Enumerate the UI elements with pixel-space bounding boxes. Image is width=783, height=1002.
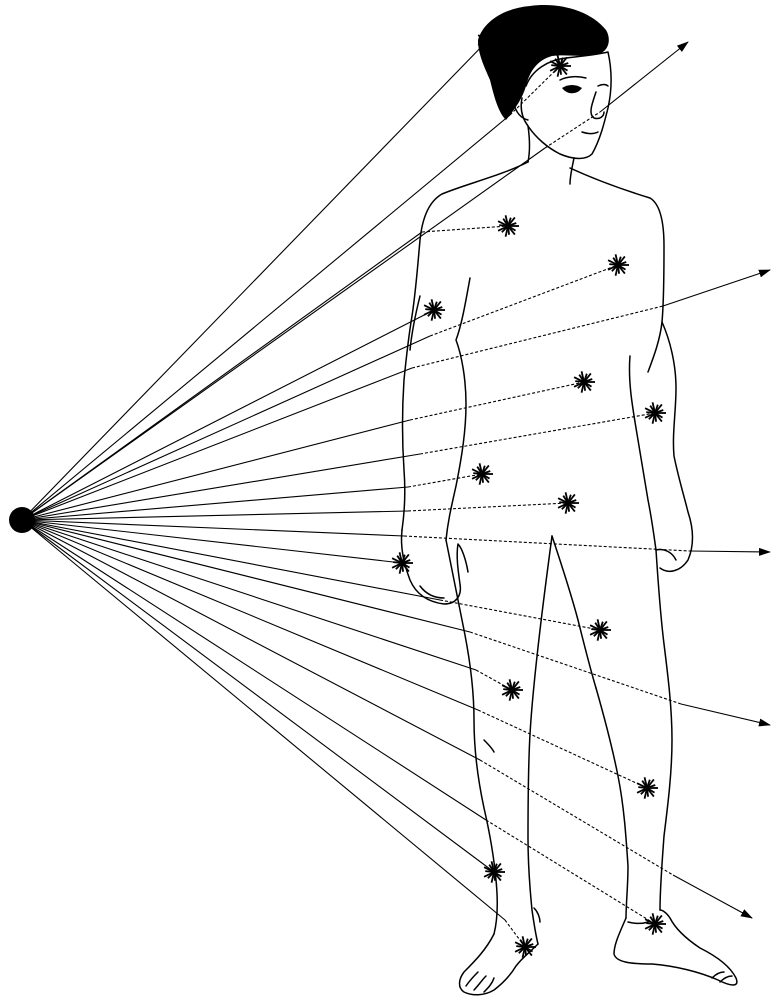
ray-ankle-right-impact-mark [645,913,666,934]
left-arm-inner [446,278,470,540]
right-arm-inner [629,356,656,550]
ray-shin-pass-inside [480,760,673,875]
ray-thigh-pass-inside [470,632,681,704]
ray-group [22,29,770,957]
ray-chest-left-impact-mark [498,215,519,236]
crotch [552,536,596,688]
ray-abdomen-impact-mark [574,371,595,392]
right-arm-outer [660,322,693,571]
left-ankle [534,908,540,922]
head-outline [521,52,611,159]
ray-abdomen-incoming [22,420,410,520]
ray-hip-pass-outgoing-arrow [690,551,770,552]
right-hand-thumb [656,549,676,560]
ray-shoulder-impact-mark [424,299,445,320]
ray-pelvis-left-impact-mark [472,463,493,484]
ray-shin-pass-outgoing-arrow [673,875,752,918]
ray-right-arm-impact-mark [645,402,666,423]
ray-ankle-right-inside [486,820,655,924]
ray-scalp-incoming [22,40,488,520]
neck-left [528,126,530,162]
ray-thigh-pass-outgoing-arrow [681,704,770,725]
ray-chest-pass-inside [412,306,663,368]
torso-left [402,162,528,530]
ray-thigh-left-impact-mark [502,679,523,700]
ray-abdomen-inside [410,382,584,420]
ray-shin-pass-incoming [22,520,480,760]
left-knee [484,740,494,752]
ray-chest-left-incoming [22,232,422,520]
ray-chest-right-incoming [22,336,430,520]
left-leg-inner [528,536,552,944]
right-leg-inner [596,688,628,918]
ray-head-pass-outgoing-arrow [600,42,688,112]
eyebrow [560,77,586,80]
ray-thigh-right-impact-mark [590,619,611,640]
ray-foot-left-impact-mark [515,936,536,957]
neck-right [570,158,574,184]
ray-knee-right-inside [478,710,647,788]
ray-hip-pass-incoming [22,520,404,536]
right-toes [712,972,732,982]
ray-ear-incoming [22,115,510,520]
hair [478,5,609,120]
ray-pelvis-left-inside [408,474,482,487]
ray-knee-right-impact-mark [637,777,658,798]
ray-chest-pass-outgoing-arrow [663,270,770,306]
ray-right-arm-inside [420,413,655,454]
ray-ankle-right-incoming [22,520,486,820]
ray-head-pass-inside [545,112,600,148]
left-hand [401,530,468,604]
ray-chest-right-impact-mark [608,254,629,275]
right-ankle [628,922,648,924]
ray-pelvis-right-impact-mark [558,492,579,513]
nose [591,92,604,119]
mouth [582,132,598,134]
eye-right [598,85,608,87]
ray-ankle-left-incoming [22,520,494,872]
ray-thigh-left-incoming [22,520,476,670]
ray-pelvis-right-inside [408,503,568,511]
eye [562,85,582,93]
ray-knee-right-incoming [22,520,478,710]
ray-chest-right-inside [430,265,618,336]
ray-head-pass-incoming [22,148,545,520]
right-leg-outer [656,550,672,910]
ray-right-arm-incoming [22,454,420,520]
ray-shoulder-incoming [22,310,434,520]
left-toes [466,972,494,992]
ray-chest-pass-incoming [22,368,412,520]
radiation-source-dot [9,507,35,533]
